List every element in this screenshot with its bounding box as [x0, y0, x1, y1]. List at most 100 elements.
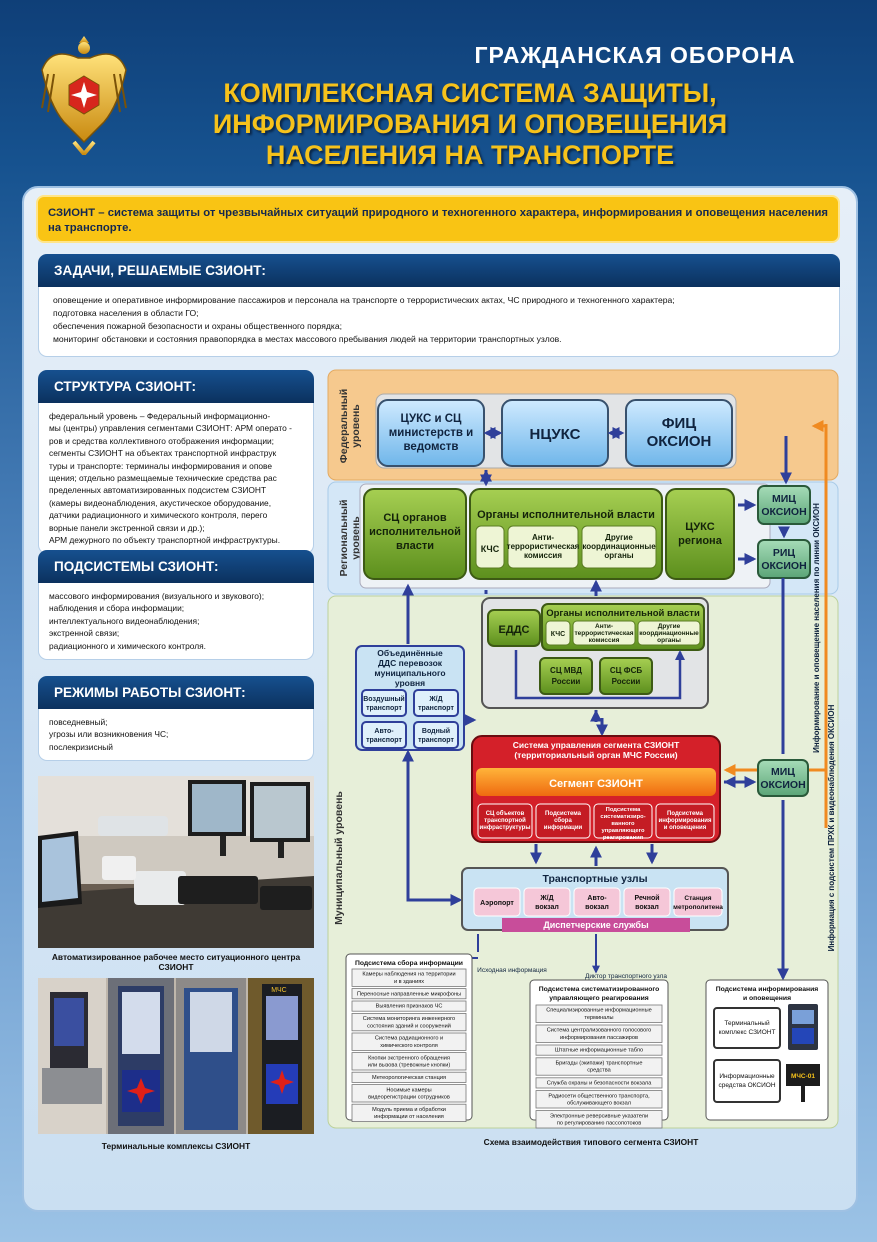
list-item — [535, 1110, 663, 1129]
terminals-photo: МЧС — [38, 978, 314, 1134]
svg-text:Система управления сегмента СЗ: Система управления сегмента СЗИОНТ(терри… — [513, 740, 680, 760]
modes-list: повседневный; угрозы или возникновения Ч… — [38, 709, 314, 762]
tasks-list: оповещение и оперативное информирование … — [38, 287, 840, 358]
subsystems-title: ПОДСИСТЕМЫ СЗИОНТ: — [38, 550, 314, 583]
tasks-section: ЗАДАЧИ, РЕШАЕМЫЕ СЗИОНТ: оповещение и оп… — [38, 254, 840, 358]
terminals-caption: Терминальные комплексы СЗИОНТ — [101, 1141, 251, 1151]
list-item-text: Метеорологическая станция — [372, 1075, 446, 1081]
segment-block: Система управления сегмента СЗИОНТ(терри… — [471, 735, 721, 843]
edds-box: ЕДДС — [487, 609, 541, 647]
svg-text:МЧС-01: МЧС-01 — [791, 1073, 815, 1080]
svg-text:Авто-транспорт: Авто-транспорт — [366, 728, 402, 744]
svg-text:ЕДДС: ЕДДС — [499, 624, 530, 636]
list-item — [535, 1024, 663, 1043]
interaction-scheme: Федеральныйуровень Региональныйуровень М… — [327, 369, 839, 1129]
phone-icon — [134, 871, 186, 905]
list-item: послекризисный — [49, 741, 113, 752]
federal-level-label: Федеральныйуровень — [338, 389, 362, 463]
tasks-title: ЗАДАЧИ, РЕШАЕМЫЕ СЗИОНТ: — [38, 254, 840, 287]
ncuks-box: НЦУКС — [501, 399, 609, 467]
municipal-exec-organs: Органы исполнительной власти КЧС Анти-те… — [541, 603, 705, 651]
list-item — [351, 968, 467, 987]
list-item — [535, 1057, 663, 1076]
list-item — [351, 1071, 467, 1083]
svg-text:Транспортные узлы: Транспортные узлы — [542, 873, 647, 885]
modes-section: РЕЖИМЫ РАБОТЫ СЗИОНТ: повседневный; угро… — [38, 676, 314, 762]
list-item — [351, 1013, 467, 1032]
text-line: ров и средства коллективного отображения… — [49, 435, 275, 446]
text-line: мы (центры) управления сегментами СЗИОНТ… — [49, 423, 292, 434]
scheme-caption: Схема взаимодействия типового сегмента С… — [483, 1137, 699, 1147]
list-item: массового информирования (визуального и … — [49, 591, 265, 601]
municipal-level-label: Муниципальный уровень — [333, 791, 345, 925]
structure-text: федеральный уровень – Федеральный информ… — [38, 403, 314, 555]
list-item — [351, 1052, 467, 1071]
vertical-label-info-sources: Информация с подсистем ПРХК и видеонаблю… — [827, 704, 836, 951]
regional-level-label: Региональныйуровень — [338, 500, 362, 577]
list-item: подготовка населения в области ГО; — [53, 308, 199, 319]
title-line-3: НАСЕЛЕНИЯ НА ТРАНСПОРТЕ — [265, 140, 675, 170]
svg-text:Подсистема сбора информации: Подсистема сбора информации — [355, 959, 463, 967]
svg-text:Диспетчерские службы: Диспетчерские службы — [543, 920, 649, 930]
list-item-text: Выявления признаков ЧС — [376, 1004, 443, 1010]
terminal-screen-label: МЧС — [271, 987, 286, 994]
list-item — [351, 1084, 467, 1103]
text-line: АРМ дежурного по объекту транспортной ин… — [49, 535, 281, 546]
list-item: экстренной связи; — [49, 628, 120, 639]
list-item-text: Штатные информационные табло — [555, 1048, 643, 1054]
printer — [98, 816, 168, 836]
list-item — [535, 1044, 663, 1056]
pre-title: ГРАЖДАНСКАЯ ОБОРОНА — [474, 42, 796, 68]
list-item: повседневный; — [49, 717, 108, 727]
list-item: интеллектуального видеонаблюдения; — [49, 615, 200, 626]
list-item: мониторинг обстановки и состояния правоп… — [53, 334, 562, 345]
list-item: обеспечения пожарной безопасности и охра… — [53, 321, 343, 332]
source-info-label: Исходная информация — [477, 967, 547, 974]
text-line: (камеры видеонаблюдения, акустическое об… — [49, 497, 272, 508]
definition-banner: СЗИОНТ – система защиты от чрезвычайных … — [36, 195, 840, 243]
svg-text:НЦУКС: НЦУКС — [530, 426, 581, 443]
emchs-emblem — [41, 36, 127, 155]
svg-text:КЧС: КЧС — [551, 631, 565, 638]
title-line-2: ИНФОРМИРОВАНИЯ И ОПОВЕЩЕНИЯ — [212, 109, 728, 139]
text-line: ворные панели экстренной связи и др.); — [49, 522, 205, 533]
svg-text:Авто-вокзал: Авто-вокзал — [585, 895, 609, 911]
subsystems-section: ПОДСИСТЕМЫ СЗИОНТ: массового информирова… — [38, 550, 314, 661]
led-sign — [786, 1064, 820, 1086]
svg-text:Органы исполнительной власти: Органы исполнительной власти — [477, 509, 655, 521]
list-item-text: Служба охраны и безопасности вокзала — [547, 1081, 653, 1087]
